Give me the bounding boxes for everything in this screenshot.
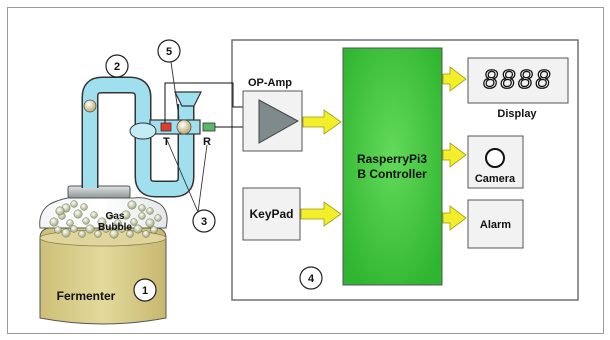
arrow-controller-to-camera: [442, 142, 467, 168]
foam-bubble: [146, 207, 154, 215]
callout-5: 5: [157, 39, 181, 63]
op-amp-label: OP-Amp: [248, 77, 292, 89]
ir-emitter-t: [160, 122, 172, 132]
foam-bubble: [80, 203, 88, 211]
fermenter-liquid: [39, 227, 167, 325]
camera-block: Camera: [467, 135, 524, 189]
foam-bubble: [126, 230, 134, 238]
foam-bubble: [154, 214, 162, 222]
seven-segment-digits: 8888: [483, 64, 553, 94]
foam-bubble: [54, 226, 62, 234]
keypad-box: [242, 187, 301, 241]
svg-text:4: 4: [308, 273, 315, 285]
controller-box: [342, 47, 443, 286]
callout-3: 3: [192, 209, 216, 233]
sensor-t-label: T: [163, 136, 170, 148]
alarm-block: Alarm: [467, 199, 524, 249]
alarm-label: Alarm: [480, 219, 511, 231]
arrow-controller-to-alarm: [442, 205, 467, 231]
controller-block: RasperryPi3 B Controller: [342, 47, 443, 286]
foam-bubble: [127, 200, 137, 210]
alarm-box: [467, 199, 524, 249]
camera-label: Camera: [475, 173, 516, 185]
foam-bubble: [49, 217, 59, 227]
foam-bubble: [102, 225, 110, 233]
svg-text:5: 5: [166, 46, 172, 58]
callout-4: 4: [299, 266, 323, 290]
foam-bubble: [94, 230, 102, 238]
foam-bubble: [133, 224, 143, 234]
foam-bubble: [90, 211, 98, 219]
foam-bubbles: [49, 200, 162, 239]
gas-bubble-label-line2: Bubble: [98, 222, 132, 233]
foam-bubble: [73, 209, 83, 219]
foam-bubble: [55, 206, 65, 216]
controller-label-line1: RasperryPi3: [357, 152, 427, 166]
keypad-label: KeyPad: [249, 207, 293, 221]
svg-text:2: 2: [114, 61, 120, 73]
foam-bubble: [66, 219, 74, 227]
foam-bubble: [130, 218, 138, 226]
fermenter-lid: [67, 185, 131, 199]
foam-bubble: [97, 217, 107, 227]
display-block: 8888 Display: [467, 57, 569, 120]
gas-bubble-label-line1: Gas: [106, 211, 125, 222]
foam-bubble: [121, 210, 131, 220]
foam-bubble: [142, 230, 150, 238]
arrow-controller-to-display: [442, 66, 467, 92]
foam-bubble: [61, 228, 71, 238]
callout-leaders: [166, 61, 208, 213]
fermenter: Fermenter Gas Bubble: [39, 185, 168, 325]
foam-bubble: [106, 212, 114, 220]
tube-bulb: [129, 122, 157, 140]
signal-arrows: [300, 66, 467, 231]
display-box: [467, 57, 569, 104]
display-label: Display: [497, 108, 537, 120]
figure-frame: [7, 7, 604, 334]
valve-ball: [83, 99, 97, 113]
foam-bubble: [145, 218, 155, 228]
float-ball: [176, 119, 192, 135]
foam-bubble: [114, 219, 122, 227]
sensor-tube: [149, 119, 201, 135]
sensor-cup: [174, 91, 202, 107]
callout-1: 1: [133, 278, 157, 302]
foam-bubble: [138, 204, 146, 212]
foam-bubble: [150, 226, 158, 234]
svg-text:3: 3: [201, 216, 207, 228]
svg-text:1: 1: [142, 285, 148, 297]
foam-bubble: [70, 200, 78, 208]
foam-bubble: [109, 229, 119, 239]
foam-bubble: [82, 217, 90, 225]
callout-2: 2: [105, 54, 129, 78]
op-amp-triangle: [258, 99, 300, 144]
fermenter-label: Fermenter: [57, 289, 116, 303]
foam-bubble: [118, 225, 126, 233]
foam-bubble: [138, 212, 146, 220]
arrow-opamp-to-controller: [302, 109, 342, 135]
op-amp-block: OP-Amp: [242, 77, 303, 152]
foam-bubble: [85, 224, 95, 234]
keypad-block: KeyPad: [242, 187, 301, 241]
ir-receiver-r: [202, 122, 216, 132]
arrow-keypad-to-controller: [300, 201, 342, 227]
sensor-r-label: R: [203, 136, 211, 148]
camera-lens-icon: [485, 148, 505, 168]
foam-bubble: [78, 230, 86, 238]
gas-tube: T R: [81, 76, 216, 198]
controller-label-line2: B Controller: [357, 167, 427, 181]
foam-bubble: [70, 225, 78, 233]
